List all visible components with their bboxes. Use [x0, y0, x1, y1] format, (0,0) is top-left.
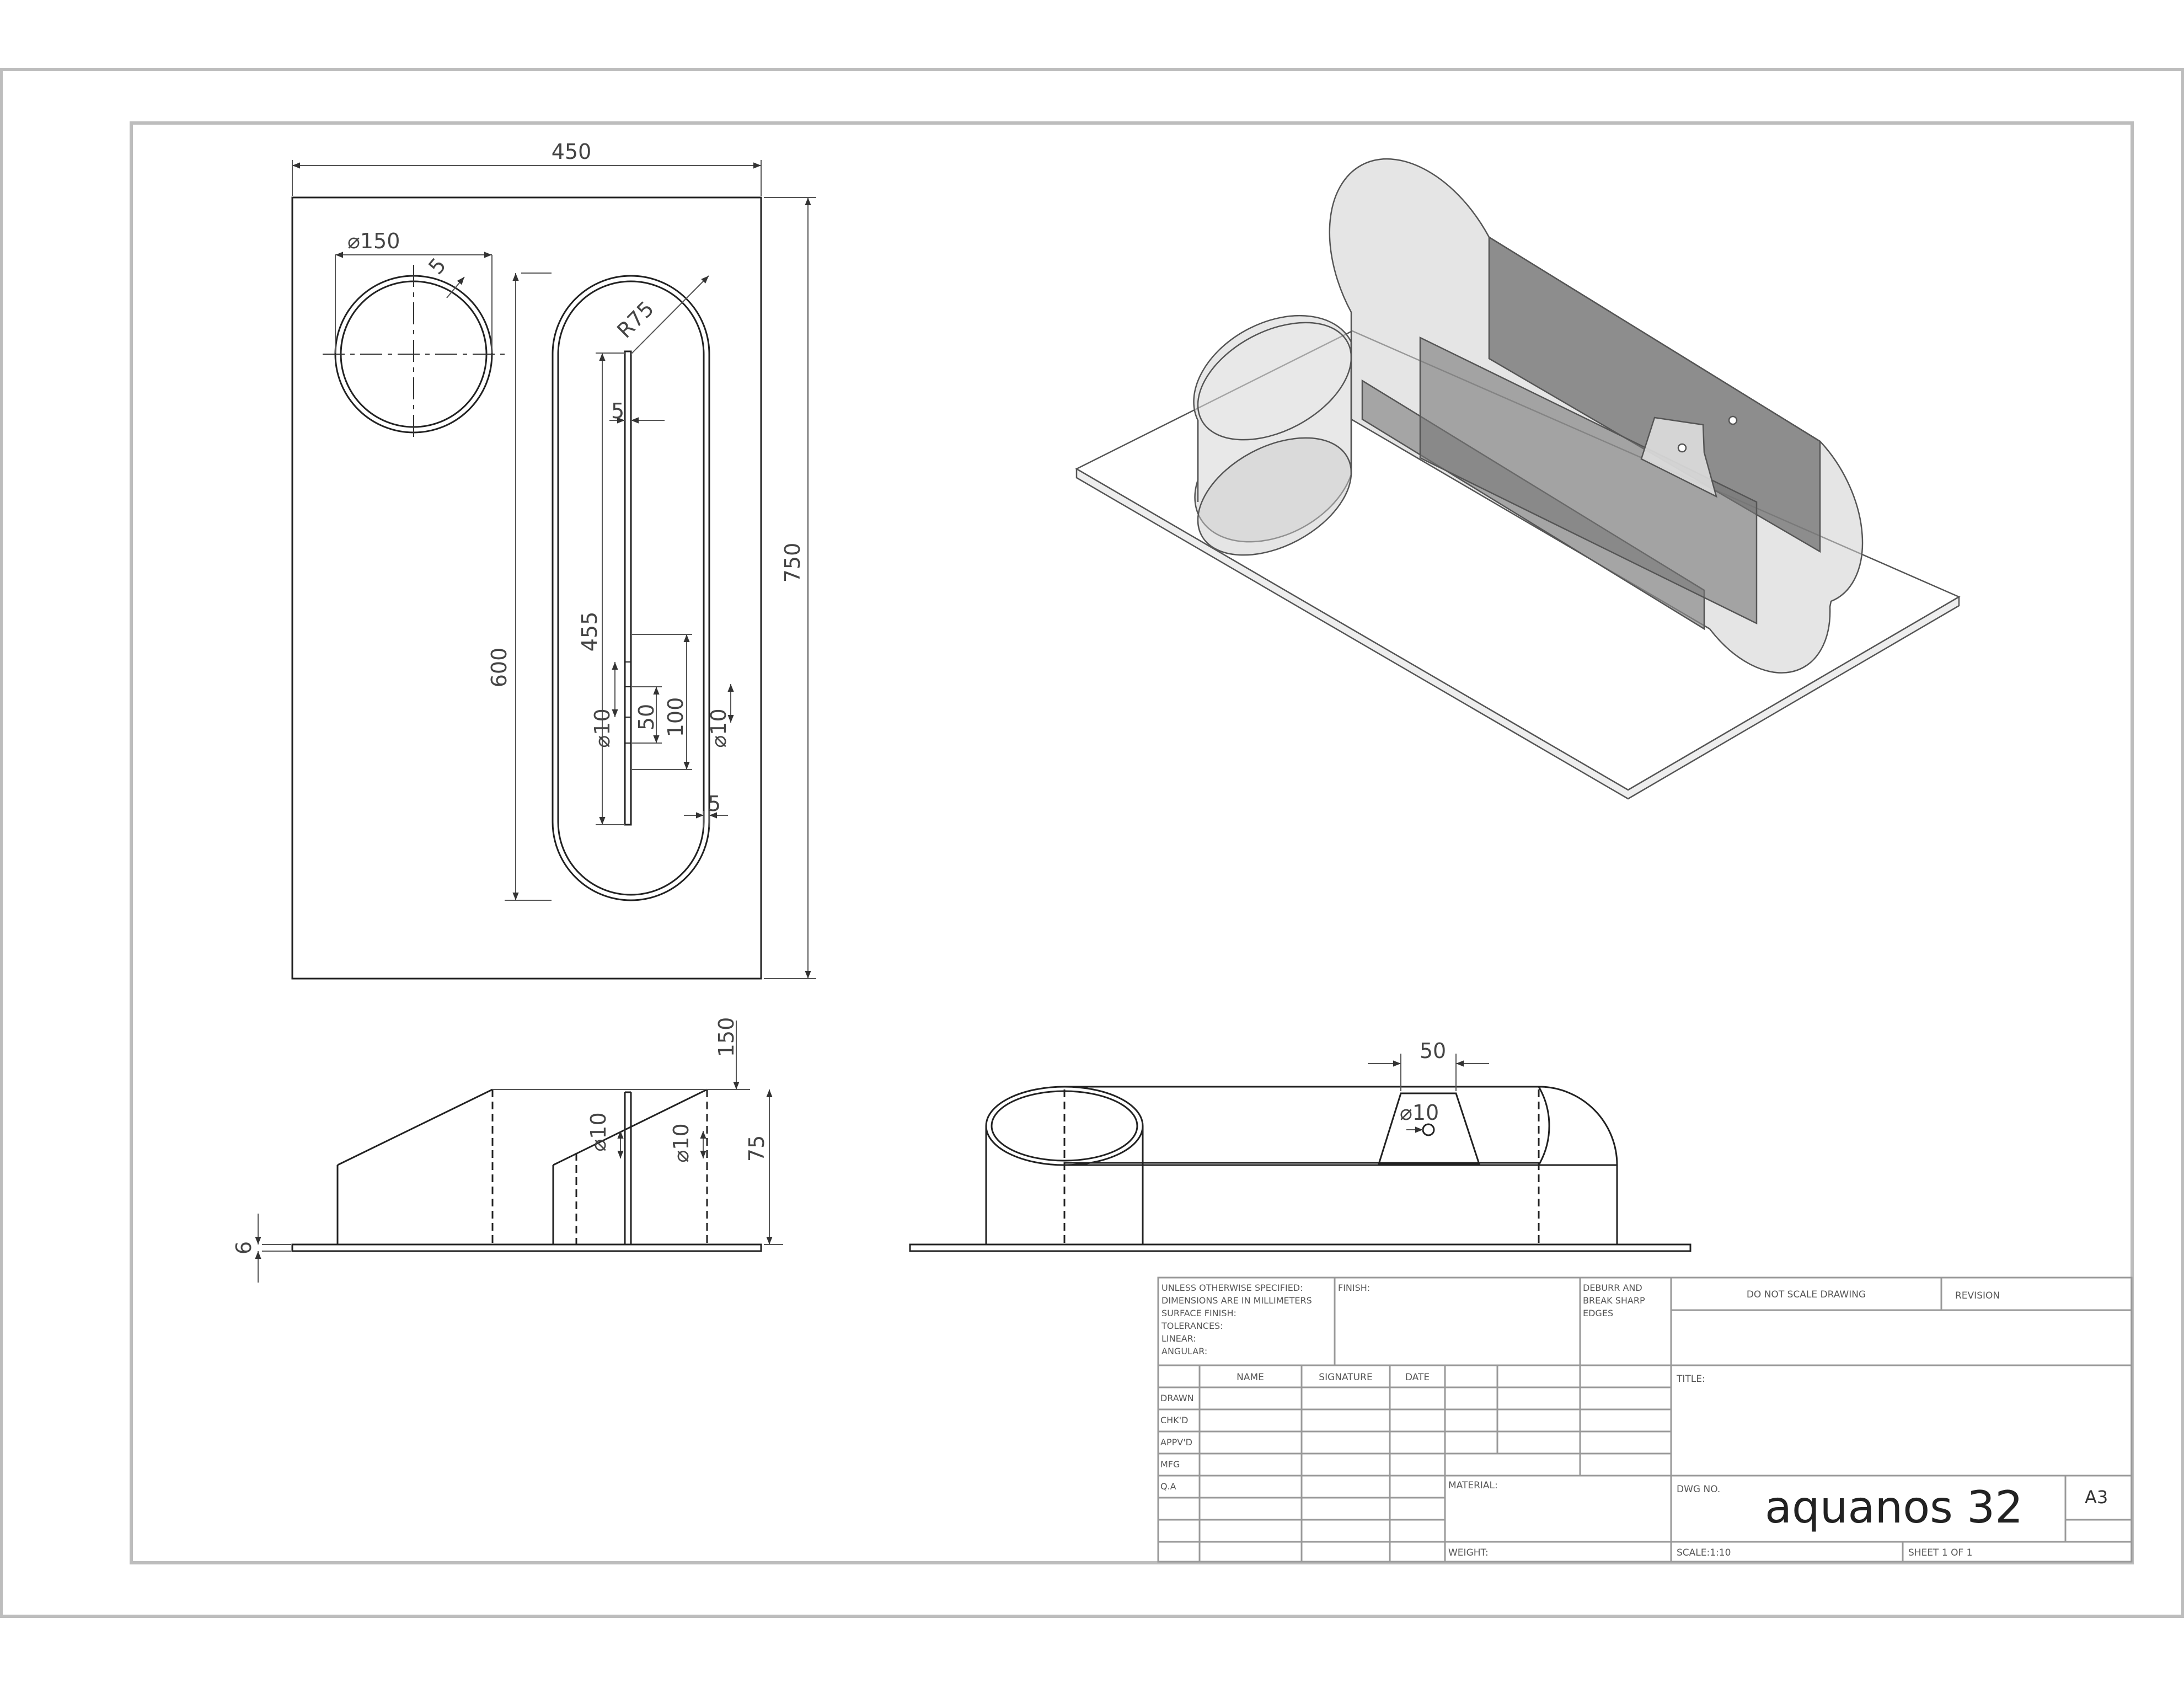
col-signature: SIGNATURE [1319, 1372, 1372, 1383]
dim-spacing-50: 50 [634, 704, 659, 730]
note-unless-1: UNLESS OTHERWISE SPECIFIED: [1161, 1283, 1303, 1293]
do-not-scale: DO NOT SCALE DRAWING [1747, 1289, 1866, 1300]
weight-label: WEIGHT: [1448, 1547, 1489, 1558]
deburr-1: DEBURR AND [1583, 1283, 1642, 1293]
baffle-plate [624, 350, 632, 826]
front-baffle-notch [1377, 1092, 1481, 1165]
dim-overall-width: 450 [552, 140, 592, 164]
row-approved: APPV'D [1160, 1437, 1192, 1447]
top-view-dimensions [292, 160, 816, 979]
dim-front-width-50: 50 [1420, 1039, 1446, 1063]
front-base-plate [909, 1243, 1691, 1252]
dim-hole-diameter: ⌀150 [347, 229, 400, 253]
side-view-dimensions [255, 1021, 783, 1283]
dim-ring-thickness: 5 [424, 253, 451, 279]
sheet-size: A3 [2085, 1487, 2108, 1508]
title-block [1157, 1276, 2133, 1563]
side-base-plate [291, 1243, 762, 1252]
front-view-dimensions [1368, 1054, 1489, 1133]
row-checked: CHK'D [1160, 1415, 1188, 1425]
top-view [291, 196, 762, 980]
note-unless-4: TOLERANCES: [1161, 1321, 1223, 1331]
dim-side-hole-a: ⌀10 [586, 1112, 611, 1151]
sheet-count: SHEET 1 OF 1 [1908, 1547, 1972, 1558]
side-view [291, 1088, 762, 1252]
col-name: NAME [1236, 1372, 1264, 1383]
material-label: MATERIAL: [1448, 1480, 1498, 1491]
dim-slot-length: 600 [487, 648, 511, 688]
deburr-3: EDGES [1583, 1308, 1613, 1318]
dim-front-hole: ⌀10 [1400, 1101, 1439, 1125]
front-view [909, 1086, 1691, 1252]
dim-plate-thickness: 6 [232, 1241, 256, 1254]
title-label: TITLE: [1676, 1374, 1705, 1385]
dim-baffle-length: 455 [577, 612, 602, 652]
front-view-dimension-labels: 50 ⌀10 [1400, 1039, 1446, 1125]
top-view-dimension-labels: 450 750 ⌀150 5 R75 600 455 5 ⌀10 50 100 … [347, 140, 805, 816]
dim-slot-radius: R75 [612, 296, 659, 343]
revision-label: REVISION [1955, 1290, 2000, 1301]
dim-bottom-thickness: 5 [708, 792, 721, 816]
dim-side-height-75: 75 [745, 1135, 769, 1162]
scale-label: SCALE:1:10 [1677, 1547, 1731, 1558]
dim-baffle-thickness: 5 [611, 399, 624, 423]
title-block-text: UNLESS OTHERWISE SPECIFIED: DIMENSIONS A… [1160, 1283, 2108, 1558]
note-unless-5: LINEAR: [1161, 1333, 1196, 1344]
dim-side-height-150: 150 [714, 1017, 738, 1057]
base-plate-outline [291, 196, 762, 980]
dim-hole-right: ⌀10 [706, 708, 731, 747]
inner-border [130, 121, 2134, 1564]
finish-label: FINISH: [1338, 1283, 1370, 1293]
dim-overall-height: 750 [780, 543, 805, 583]
dim-side-hole-b: ⌀10 [669, 1123, 693, 1162]
note-unless-2: DIMENSIONS ARE IN MILLIMETERS [1161, 1295, 1312, 1306]
note-unless-3: SURFACE FINISH: [1161, 1308, 1236, 1318]
row-drawn: DRAWN [1160, 1393, 1194, 1403]
note-unless-6: ANGULAR: [1161, 1346, 1207, 1356]
row-qa: Q.A [1160, 1481, 1176, 1492]
deburr-2: BREAK SHARP [1583, 1295, 1645, 1306]
col-date: DATE [1405, 1372, 1430, 1383]
outer-border [0, 68, 2184, 1618]
row-mfg: MFG [1160, 1459, 1180, 1470]
front-hole [1422, 1123, 1435, 1136]
dwg-no-label: DWG NO. [1677, 1484, 1720, 1495]
drawing-number: aquanos 32 [1765, 1482, 2023, 1533]
isometric-view [1075, 158, 1961, 800]
dim-spacing-100: 100 [663, 697, 688, 738]
dim-hole-left: ⌀10 [590, 708, 614, 747]
front-slot-outline [1064, 1086, 1618, 1244]
side-view-dimension-labels: 150 75 6 ⌀10 ⌀10 [232, 1017, 769, 1254]
